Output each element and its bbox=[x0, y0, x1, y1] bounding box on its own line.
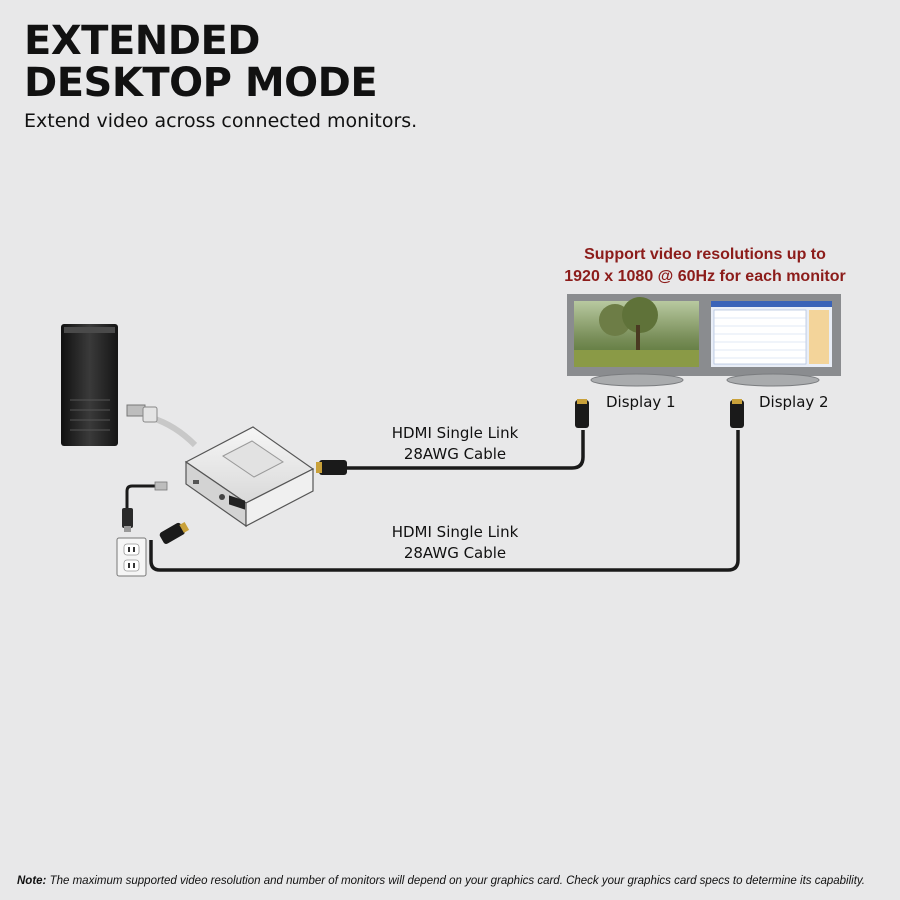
cable-label-2-line-2: 28AWG Cable bbox=[403, 544, 507, 562]
title-line-1: EXTENDED bbox=[24, 18, 260, 64]
hdmi-cable-2 bbox=[149, 430, 740, 572]
page-title: EXTENDED DESKTOP MODE bbox=[24, 18, 378, 106]
usb-power-cable bbox=[122, 481, 168, 532]
power-outlet-icon bbox=[116, 537, 147, 577]
cable-label-1-line-1: HDMI Single Link bbox=[391, 424, 519, 442]
title-line-2: DESKTOP MODE bbox=[24, 60, 378, 106]
hdmi-connector-icon bbox=[159, 522, 190, 544]
display-1-label: Display 1 bbox=[606, 393, 676, 411]
usb-adapter-icon bbox=[184, 426, 315, 528]
hdmi-connector-icon bbox=[316, 460, 347, 475]
resolution-support-line-2: 1920 x 1080 @ 60Hz for each monitor bbox=[564, 268, 846, 285]
footnote-prefix: Note: bbox=[17, 875, 47, 887]
monitor-icon bbox=[705, 294, 841, 387]
computer-tower-icon bbox=[61, 324, 118, 446]
cable-label-2-line-1: HDMI Single Link bbox=[391, 523, 519, 541]
hdmi-connector-icon bbox=[730, 399, 744, 428]
cable-label-1: HDMI Single Link 28AWG Cable bbox=[375, 423, 535, 465]
hdmi-cable-1 bbox=[345, 430, 585, 470]
hdmi-connector-icon bbox=[575, 399, 589, 428]
resolution-support-note: Support video resolutions up to 1920 x 1… bbox=[540, 244, 870, 288]
page-subtitle: Extend video across connected monitors. bbox=[24, 110, 418, 132]
cable-label-1-line-2: 28AWG Cable bbox=[403, 445, 507, 463]
display-2-label: Display 2 bbox=[759, 393, 829, 411]
footnote: Note: The maximum supported video resolu… bbox=[17, 875, 887, 887]
footnote-text: The maximum supported video resolution a… bbox=[49, 875, 866, 887]
mini-displayport-plug-icon bbox=[126, 404, 198, 448]
cable-label-2: HDMI Single Link 28AWG Cable bbox=[375, 522, 535, 564]
resolution-support-line-1: Support video resolutions up to bbox=[584, 246, 826, 263]
monitor-icon bbox=[567, 294, 705, 387]
